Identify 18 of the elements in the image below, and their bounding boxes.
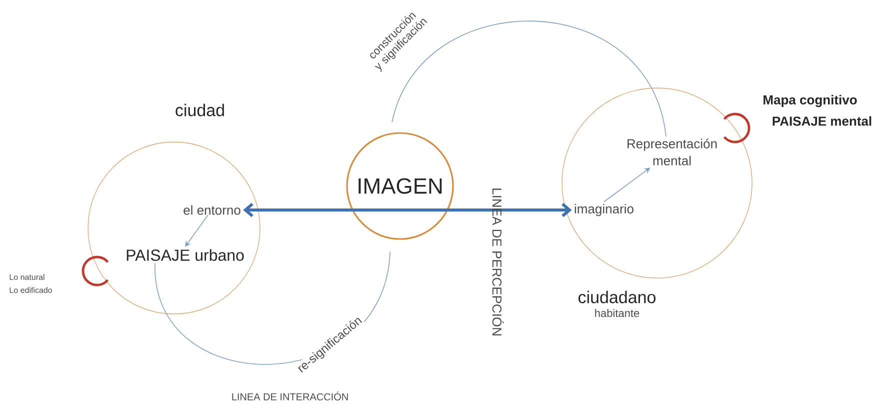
label: Lo edificado	[10, 287, 52, 293]
node-text: Representación mental	[628, 138, 717, 166]
arrow	[243, 202, 353, 218]
label: PAISAJE mental	[772, 116, 872, 126]
arrow	[447, 202, 572, 218]
circle-node: IMAGEN	[346, 132, 454, 240]
connector-curve	[392, 20, 666, 137]
arrow	[185, 214, 208, 247]
circle-heading: ciudad	[176, 104, 224, 116]
label: LINEA DE INTERACCIÓN	[232, 392, 348, 400]
node-text: el entorno	[184, 205, 240, 215]
node-text: PAISAJE urbano	[126, 249, 244, 261]
node-text: imaginario	[574, 204, 634, 216]
label: Lo natural	[10, 274, 44, 280]
label: Mapa cognitivo	[764, 94, 857, 108]
circle-subheading: habitante	[595, 308, 640, 318]
label: LINEA DE PERCEPCIÓN	[492, 188, 504, 336]
circle-heading: ciudadano	[578, 290, 656, 304]
